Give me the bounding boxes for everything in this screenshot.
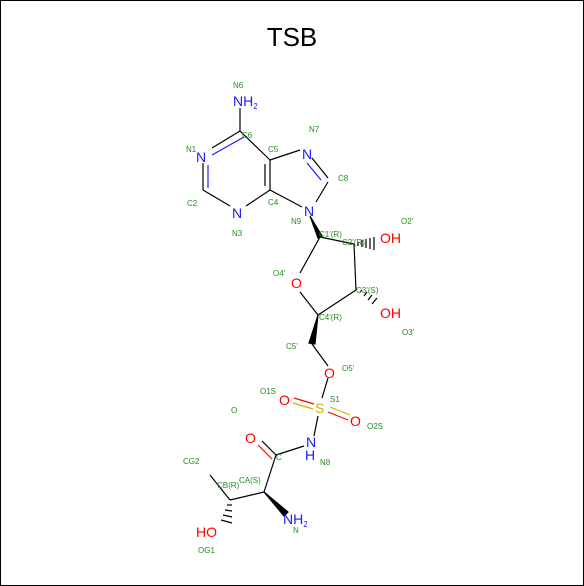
label-c2: C2 (187, 199, 198, 208)
atom-o: O (245, 430, 256, 446)
label-n7: N7 (309, 125, 320, 134)
atom-o4p: O (291, 275, 302, 291)
atom-s1: S (315, 400, 324, 416)
atom-o2s: O (350, 413, 361, 429)
atom-o1s: O (279, 392, 290, 408)
bond-c6-c6double (211, 136, 245, 156)
hash-cb-og1 (220, 504, 233, 524)
bond-n7-c8-double (306, 162, 322, 181)
bond-c6-n1 (211, 130, 241, 149)
label-n6: N6 (233, 81, 244, 90)
bond-s1-o1s-b (292, 402, 314, 410)
label-o3p: O3' (402, 328, 415, 337)
hash-c2p-o2p (357, 237, 375, 250)
label-c2p: C2'(R) (342, 238, 365, 247)
label-o1s: O1S (260, 387, 276, 396)
bond-c2-n3 (202, 189, 231, 207)
bond-s1-o2s-a (329, 406, 351, 416)
bond-c1p-c2p (319, 236, 355, 245)
bond-cb-cg2 (209, 474, 231, 501)
bond-o4p-c1p (299, 236, 321, 274)
bond-n9-c4 (269, 189, 303, 208)
label-c1p: C1'(R) (319, 230, 342, 239)
label-n8: N8 (320, 458, 331, 467)
label-c: C (276, 453, 282, 462)
atom-symbols: NH2 N N N N OH O OH O O S O O N H HO NH2 (196, 93, 401, 540)
label-n3: N3 (232, 229, 243, 238)
atom-n9: N (304, 203, 314, 219)
bond-c5-c6 (239, 130, 271, 161)
bond-c3p-c4p (317, 289, 357, 316)
bond-c-ca (263, 454, 277, 493)
bond-n8-c (275, 445, 305, 456)
atom-n: NH2 (283, 511, 308, 529)
bond-c5p-o5p (311, 343, 329, 367)
atom-og1: HO (196, 524, 217, 540)
label-n9: N9 (291, 217, 302, 226)
bond-c2p-c3p (353, 243, 357, 291)
label-c4p: C4'(R) (319, 313, 342, 322)
atom-n1: N (196, 149, 206, 165)
atom-o5p: O (324, 365, 335, 381)
label-c4: C4 (268, 198, 279, 207)
atom-n8-h: H (305, 447, 315, 463)
bond-o5p-s1 (321, 377, 329, 399)
molecule-title: TSB (266, 22, 318, 52)
atom-o3p: OH (380, 305, 401, 321)
label-c5: C5 (268, 145, 279, 154)
atom-n7: N (302, 146, 312, 162)
atom-o2p: OH (380, 230, 401, 246)
label-c3p: C3'(S) (356, 286, 379, 295)
label-og1: OG1 (198, 546, 215, 555)
bond-c4p-c5p-wedge (308, 314, 319, 345)
bond-ca-cb (229, 491, 265, 501)
label-o: O (231, 406, 237, 415)
label-o5p: O5' (342, 364, 355, 373)
label-s1: S1 (330, 395, 340, 404)
bond-n7-c8 (311, 157, 329, 179)
label-o2s: O2S (367, 422, 383, 431)
atom-labels: N6 C6 N1 C5 N7 C8 C2 C4 N3 N9 O2' C1'(R)… (183, 81, 415, 555)
label-cg2: CG2 (183, 457, 200, 466)
label-c6: C6 (242, 131, 253, 140)
bond-c8-n9 (315, 181, 329, 203)
label-cb: CB(R) (217, 481, 240, 490)
bond-n3-c4 (245, 189, 271, 207)
label-c5p: C5' (286, 342, 298, 351)
bond-c-o-a (261, 440, 277, 456)
atom-n3: N (232, 205, 242, 221)
bonds (202, 108, 378, 524)
atom-n8: N (306, 434, 316, 450)
hash-c3p-o3p (359, 289, 378, 305)
bond-s1-n8 (313, 415, 319, 437)
bond-s1-o1s-a (293, 397, 315, 405)
bond-ca-n-wedge (263, 491, 289, 517)
label-n1: N1 (186, 145, 197, 154)
label-o2p: O2' (401, 217, 414, 226)
label-c8: C8 (338, 174, 349, 183)
bond-c-o-b (257, 444, 273, 460)
bond-s1-o2s-b (327, 411, 349, 421)
bond-c4p-o4p (299, 291, 319, 316)
label-o4p: O4' (273, 269, 286, 278)
atom-n6: NH2 (233, 93, 258, 111)
label-n: N (293, 526, 299, 535)
label-ca: CA(S) (239, 476, 261, 485)
bond-c5-n7 (269, 149, 301, 161)
